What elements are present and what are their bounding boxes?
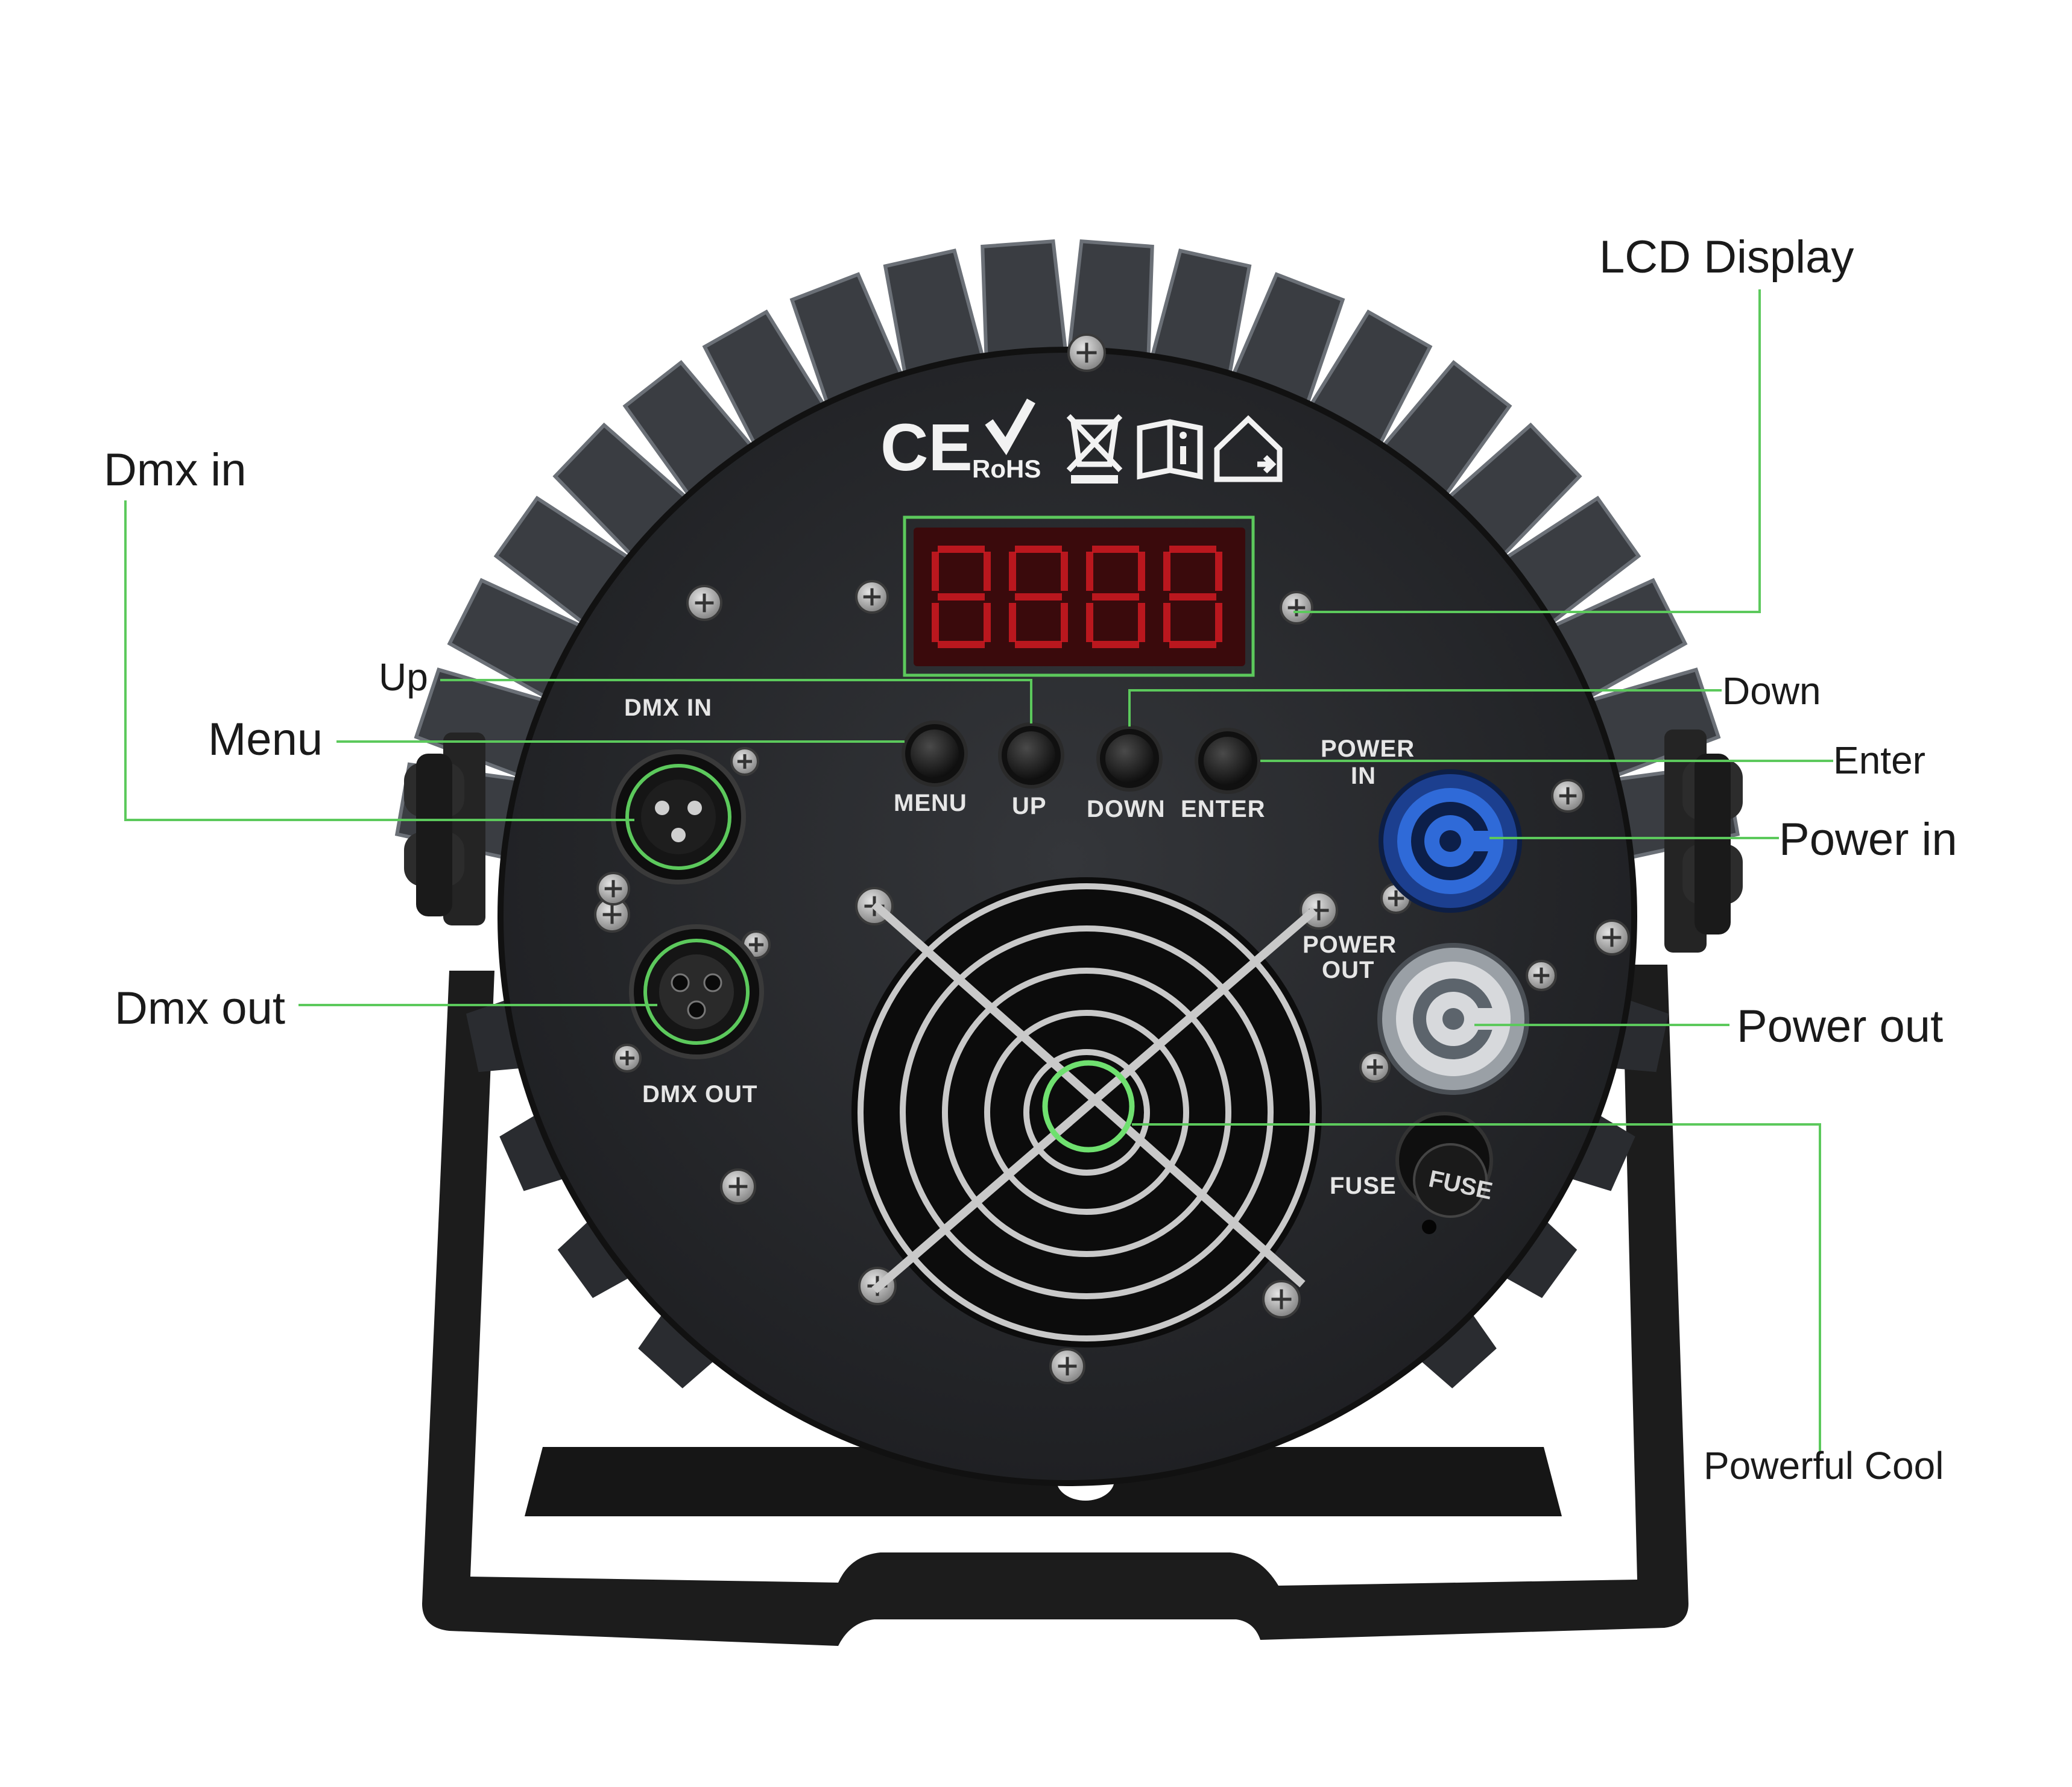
display-segment (1015, 593, 1062, 600)
fan-grille-ring (1023, 1049, 1150, 1176)
up-button[interactable] (998, 722, 1064, 789)
callout-powerful-cool: Powerful Cool (1704, 1444, 1944, 1487)
enter-button[interactable] (1195, 728, 1261, 794)
dmx-out-connector[interactable] (629, 924, 764, 1059)
dmx-in-connector[interactable] (611, 749, 746, 884)
power-in-panel-label-line1: POWER (1321, 736, 1415, 762)
display-segment (938, 546, 985, 553)
cooling-fan (851, 877, 1322, 1347)
svg-text:RoHS: RoHS (972, 455, 1041, 483)
power-out-connector[interactable] (1377, 943, 1529, 1095)
up-panel-label: UP (1012, 793, 1047, 819)
callout-enter: Enter (1833, 739, 1925, 782)
display-segment (1169, 641, 1216, 648)
fuse-panel-label: FUSE (1330, 1173, 1397, 1199)
fan-grille-ring (984, 1010, 1189, 1215)
heat-sink-fin (638, 1293, 734, 1388)
display-segment (1169, 593, 1216, 600)
left-mount-knob[interactable] (404, 733, 485, 925)
display-segment (1169, 546, 1216, 553)
display-segment (1015, 546, 1062, 553)
heat-sink-fin (1401, 1293, 1497, 1388)
display-segment (1015, 641, 1062, 648)
display-segment (1092, 593, 1139, 600)
callout-down: Down (1722, 669, 1821, 713)
panel-screws (594, 333, 1630, 1384)
display-segment (984, 552, 991, 591)
dmx-out-panel-label: DMX OUT (642, 1081, 757, 1108)
fan-grille-ring (942, 968, 1231, 1257)
weee-bin-icon (1066, 414, 1123, 484)
callout-up: Up (379, 655, 428, 699)
display-segment (1138, 603, 1145, 642)
callout-lcd-display: LCD Display (1599, 232, 1854, 283)
leader-dmx-in (124, 500, 634, 821)
callout-leader-lines (124, 289, 1833, 1453)
fan-grille-ring (900, 925, 1274, 1299)
fuse-holder[interactable]: FUSE (1395, 1112, 1495, 1234)
right-mount-knob[interactable] (1664, 730, 1743, 953)
display-segment (1092, 641, 1139, 648)
display-segment (1138, 552, 1145, 591)
indoor-use-house-icon (1214, 415, 1283, 482)
fan-hub-highlight (1042, 1060, 1135, 1153)
display-segment (1092, 546, 1139, 553)
power-in-panel-label-line2: IN (1351, 763, 1376, 789)
display-segment (984, 603, 991, 642)
display-segment (1009, 603, 1016, 642)
power-out-panel-label-line1: POWER (1303, 931, 1397, 958)
display-segment (1163, 552, 1170, 591)
display-segment (1215, 603, 1222, 642)
menu-button[interactable] (902, 720, 968, 787)
leader-powerful-cool (1132, 1123, 1821, 1453)
enter-panel-label: ENTER (1181, 796, 1266, 822)
display-segment (1086, 603, 1093, 642)
callout-dmx-in: Dmx in (104, 444, 246, 496)
fan-grille-ring (858, 883, 1316, 1341)
leader-up (440, 679, 1032, 723)
display-segment (938, 593, 985, 600)
display-segment (1061, 603, 1068, 642)
display-segment (1086, 552, 1093, 591)
callout-dmx-out: Dmx out (115, 983, 285, 1034)
display-segment (1215, 552, 1222, 591)
dmx-in-panel-label: DMX IN (624, 695, 712, 721)
callout-menu: Menu (208, 714, 323, 765)
display-segment (1009, 552, 1016, 591)
display-digits (932, 546, 1222, 648)
down-panel-label: DOWN (1087, 796, 1166, 822)
certification-marks: CE RoHS (880, 399, 1283, 485)
manual-book-icon (1137, 419, 1203, 480)
display-segment (1163, 603, 1170, 642)
rohs-check-icon: RoHS (972, 399, 1041, 483)
menu-panel-label: MENU (894, 790, 967, 816)
ce-mark-icon: CE (880, 411, 973, 485)
display-segment (938, 641, 985, 648)
leader-lcd-display (1293, 289, 1761, 613)
callout-power-in: Power in (1779, 814, 1957, 865)
down-button[interactable] (1096, 725, 1163, 792)
bracket-hole-bottom (1028, 1624, 1076, 1650)
display-segment (1061, 552, 1068, 591)
power-in-connector[interactable] (1379, 769, 1522, 913)
power-out-panel-label-line2: OUT (1322, 957, 1374, 983)
display-segment (932, 603, 939, 642)
callout-power-out: Power out (1737, 1001, 1943, 1052)
display-segment (932, 552, 939, 591)
leader-down (1128, 689, 1722, 726)
lcd-display (903, 515, 1255, 677)
